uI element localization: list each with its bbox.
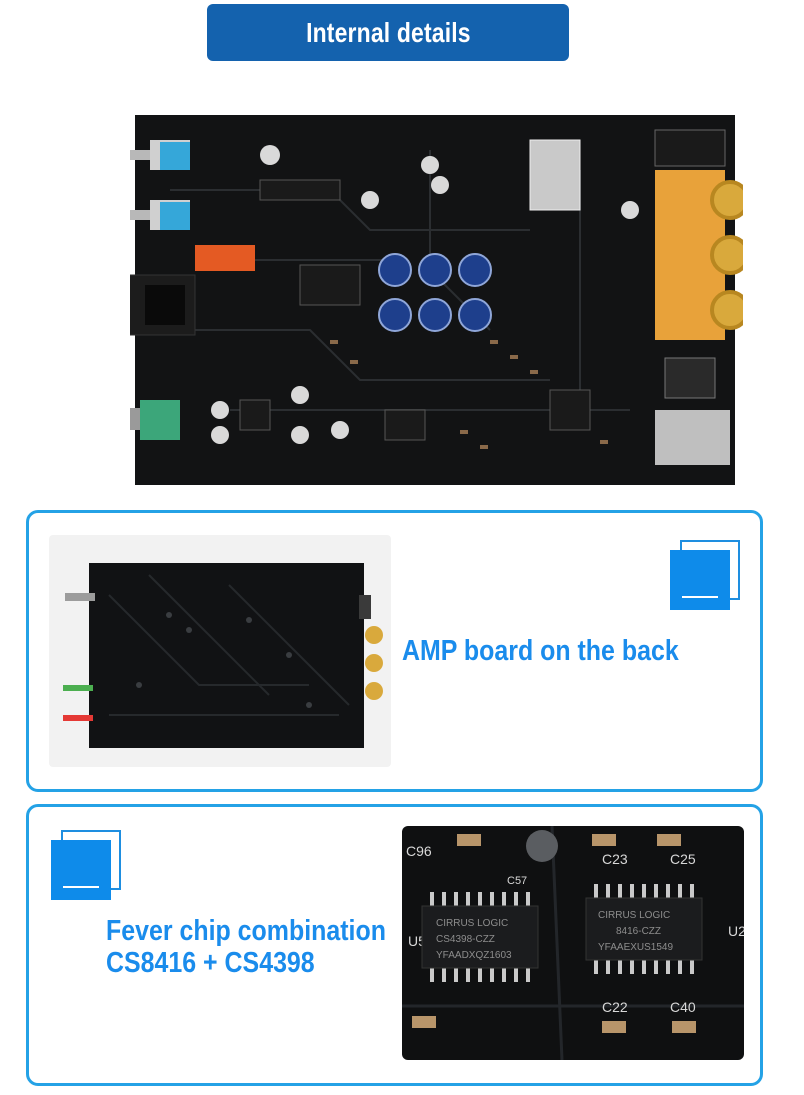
svg-text:C40: C40 <box>670 999 696 1015</box>
chip-right-part: 8416-CZZ <box>616 926 661 937</box>
svg-text:C22: C22 <box>602 999 628 1015</box>
chip-right-code: YFAAEXUS1549 <box>598 942 673 953</box>
chip-right-brand: CIRRUS LOGIC <box>598 910 670 921</box>
decorative-square-icon <box>51 830 125 914</box>
silk-label: C96 <box>406 843 432 859</box>
amp-board-photo-frame <box>49 535 391 767</box>
chip-caption-line-1: Fever chip combination <box>106 915 386 947</box>
page-title: Internal details <box>305 16 471 48</box>
chip-left-part: CS4398-CZZ <box>436 934 495 945</box>
chip-left-brand: CIRRUS LOGIC <box>436 918 508 929</box>
svg-text:U2: U2 <box>728 923 744 939</box>
chip-left-code: YFAADXQZ1603 <box>436 950 512 961</box>
title-banner: Internal details <box>207 4 569 61</box>
svg-text:C25: C25 <box>670 851 696 867</box>
amp-board-caption: AMP board on the back <box>402 635 679 667</box>
amp-board-photo <box>49 535 391 767</box>
svg-text:C23: C23 <box>602 851 628 867</box>
chip-caption-line-2: CS8416 + CS4398 <box>106 947 315 979</box>
decorative-square-icon <box>670 540 744 624</box>
svg-text:C57: C57 <box>507 875 527 887</box>
pcb-top-photo <box>130 110 743 490</box>
chip-closeup-photo: C96 C57 C23 C25 U5 U2 C22 C40 <box>402 826 744 1060</box>
toggle-switches <box>130 140 190 230</box>
